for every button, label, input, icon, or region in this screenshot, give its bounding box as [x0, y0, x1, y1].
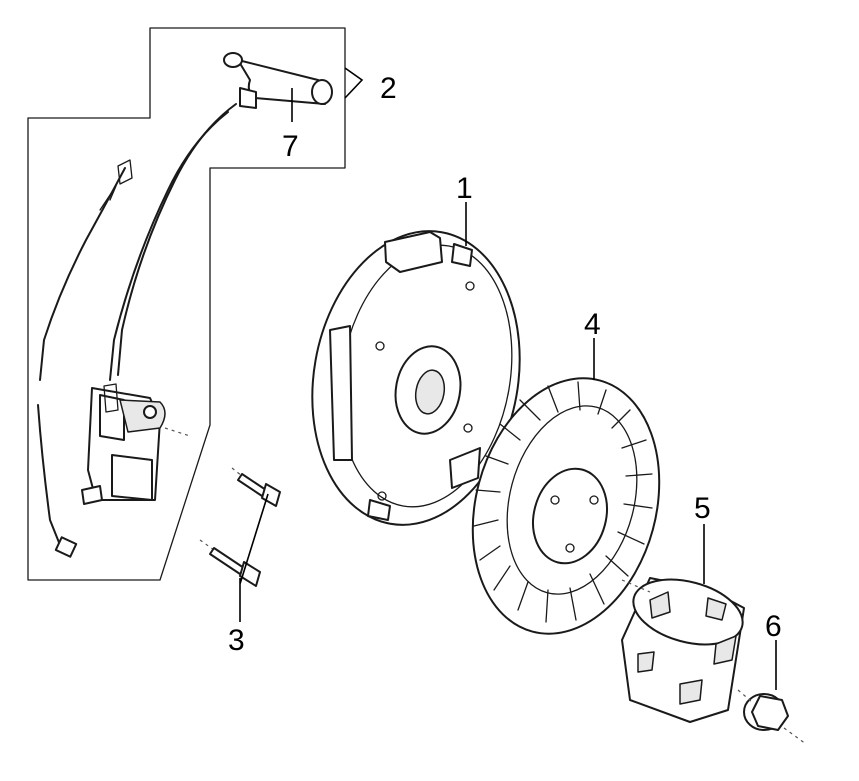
- ignition-coil: [81, 383, 191, 505]
- leader-3: [239, 493, 269, 622]
- starter-pulley: [621, 577, 745, 723]
- bolt-upper: [231, 467, 281, 507]
- stop-wire: [37, 159, 133, 558]
- ignition-group-outline: [27, 27, 346, 581]
- callout-4: 4: [584, 308, 601, 341]
- flywheel: [311, 230, 521, 526]
- callout-3: 3: [228, 624, 245, 657]
- callout-5: 5: [694, 492, 711, 525]
- callout-7: 7: [282, 130, 299, 163]
- callout-6: 6: [765, 610, 782, 643]
- leader-2: [344, 67, 364, 99]
- spark-plug-cap: [223, 52, 333, 109]
- cooling-fan: [471, 377, 661, 635]
- flange-nut: [737, 689, 807, 745]
- callout-1: 1: [456, 172, 473, 205]
- callout-2: 2: [380, 72, 397, 105]
- ignition-lead-wire: [117, 103, 237, 376]
